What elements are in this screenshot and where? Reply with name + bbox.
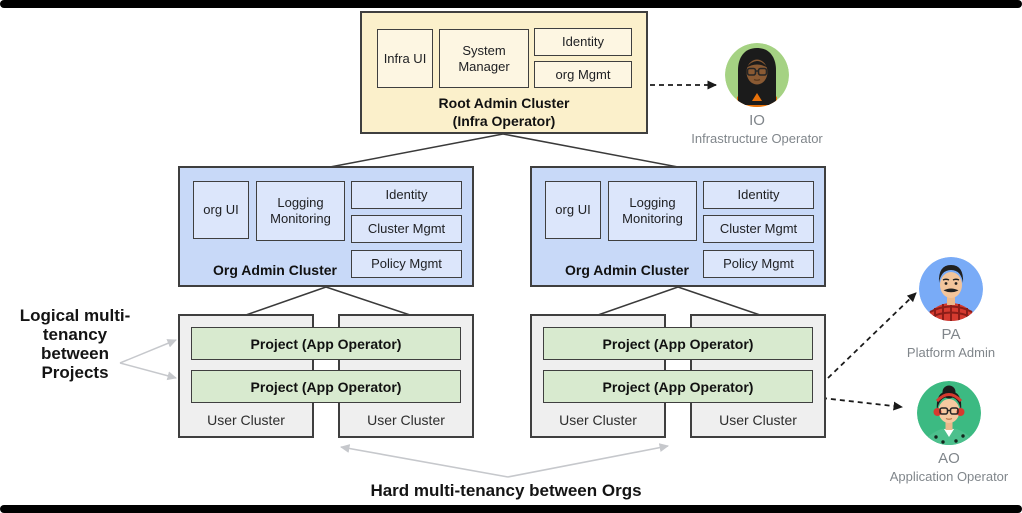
component-label: org UI [203, 202, 239, 218]
component-label: Logging Monitoring [622, 195, 683, 226]
component-label: Logging Monitoring [270, 195, 331, 226]
component-label: Policy Mgmt [371, 256, 442, 272]
project-label: Project (App Operator) [250, 335, 402, 352]
pa-avatar-icon [919, 257, 983, 321]
actor-role: Infrastructure Operator [691, 131, 823, 146]
component-identity: Identity [351, 181, 462, 209]
org-cluster-title: Org Admin Cluster [565, 262, 689, 278]
actor-role: Application Operator [889, 469, 1009, 484]
user-cluster-label: User Cluster [559, 412, 637, 428]
user-cluster-label: User Cluster [367, 412, 445, 428]
project-label: Project (App Operator) [250, 378, 402, 395]
project-bar: Project (App Operator) [191, 370, 461, 403]
letterbox-bar-bottom [0, 505, 1022, 513]
line-root-to-org-left [329, 133, 504, 168]
component-label: Cluster Mgmt [367, 221, 446, 237]
root-cluster-title: Root Admin Cluster [438, 95, 570, 111]
component-org-mgmt: org Mgmt [534, 61, 632, 88]
component-label: Cluster Mgmt [719, 221, 798, 237]
user-cluster-group-left: User Cluster User Cluster Project (App O… [178, 314, 475, 438]
component-policy-mgmt: Policy Mgmt [351, 250, 462, 278]
component-label: Identity [737, 187, 780, 203]
actor-application-operator: AO Application Operator [874, 381, 1022, 484]
component-org-ui: org UI [545, 181, 601, 239]
component-org-ui: org UI [193, 181, 249, 239]
project-bar: Project (App Operator) [543, 370, 813, 403]
component-cluster-mgmt: Cluster Mgmt [351, 215, 462, 243]
actor-role: Platform Admin [906, 345, 996, 360]
project-label: Project (App Operator) [602, 378, 754, 395]
component-label: Identity [385, 187, 428, 203]
project-label: Project (App Operator) [602, 335, 754, 352]
logical-multitenancy-label: Logical multi-tenancy between Projects [19, 306, 131, 383]
org-cluster-title: Org Admin Cluster [213, 262, 337, 278]
gray-arrow-orgs-right [507, 443, 669, 478]
org-admin-cluster-box-left: org UI Logging Monitoring Identity Clust… [178, 166, 474, 287]
project-bar: Project (App Operator) [191, 327, 461, 360]
user-cluster-label: User Cluster [207, 412, 285, 428]
line-orgleft-to-ucluster1 [245, 286, 327, 316]
user-cluster-label: User Cluster [719, 412, 797, 428]
line-orgright-to-ucluster1 [597, 286, 679, 316]
component-logging-monitoring: Logging Monitoring [256, 181, 345, 241]
component-cluster-mgmt: Cluster Mgmt [703, 215, 814, 243]
project-bar: Project (App Operator) [543, 327, 813, 360]
line-root-to-org-right [502, 133, 679, 168]
gray-arrow-orgs-left [340, 444, 509, 478]
org-admin-cluster-box-right: org UI Logging Monitoring Identity Clust… [530, 166, 826, 287]
root-admin-cluster-box: Infra UI System Manager Identity org Mgm… [360, 11, 648, 134]
line-orgleft-to-ucluster2 [325, 286, 411, 316]
component-label: System Manager [458, 42, 510, 74]
letterbox-bar-top [0, 0, 1022, 8]
actor-infrastructure-operator: IO Infrastructure Operator [682, 43, 832, 146]
user-cluster-group-right: User Cluster User Cluster Project (App O… [530, 314, 827, 438]
actor-abbr: AO [938, 450, 960, 467]
hard-multitenancy-label: Hard multi-tenancy between Orgs [370, 481, 642, 500]
component-label: org Mgmt [555, 66, 611, 82]
actor-platform-admin: PA Platform Admin [876, 257, 1022, 360]
actor-abbr: PA [941, 326, 961, 343]
component-infra-ui: Infra UI [377, 29, 433, 88]
io-avatar-icon [725, 43, 789, 107]
root-cluster-subtitle: (Infra Operator) [452, 113, 556, 129]
component-label: Identity [562, 34, 604, 50]
component-policy-mgmt: Policy Mgmt [703, 250, 814, 278]
component-label: org UI [555, 202, 591, 218]
component-label: Policy Mgmt [723, 256, 794, 272]
component-label: Infra UI [383, 50, 427, 66]
actor-abbr: IO [749, 112, 765, 129]
component-identity: Identity [703, 181, 814, 209]
component-identity: Identity [534, 28, 632, 56]
component-system-manager: System Manager [439, 29, 529, 88]
line-orgright-to-ucluster2 [677, 286, 761, 316]
component-logging-monitoring: Logging Monitoring [608, 181, 697, 241]
ao-avatar-icon [917, 381, 981, 445]
